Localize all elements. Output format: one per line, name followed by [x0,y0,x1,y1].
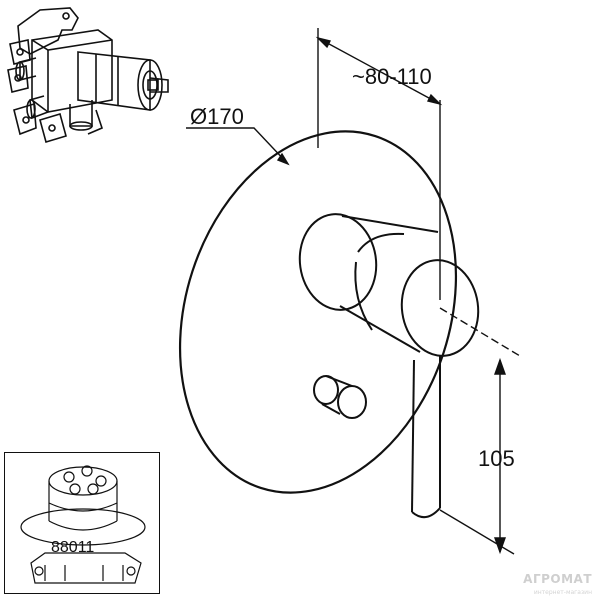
valve-body-icon [7,7,169,144]
dimension-lines [186,28,521,555]
part-number: 88011 [51,539,95,556]
depth-label: ~80-110 [352,64,432,89]
cartridge-icon [20,465,146,584]
watermark-tagline: интернет-магазин [533,589,592,596]
lever [411,356,441,519]
height-label: 105 [478,446,515,471]
escutcheon-plate [178,130,458,494]
mixer-handle [298,213,480,357]
inset-panel: 88011 [4,452,160,594]
diameter-label: Ø170 [190,104,244,129]
watermark-brand: АГРОМАТ [523,572,592,586]
diverter-knob [313,375,367,419]
